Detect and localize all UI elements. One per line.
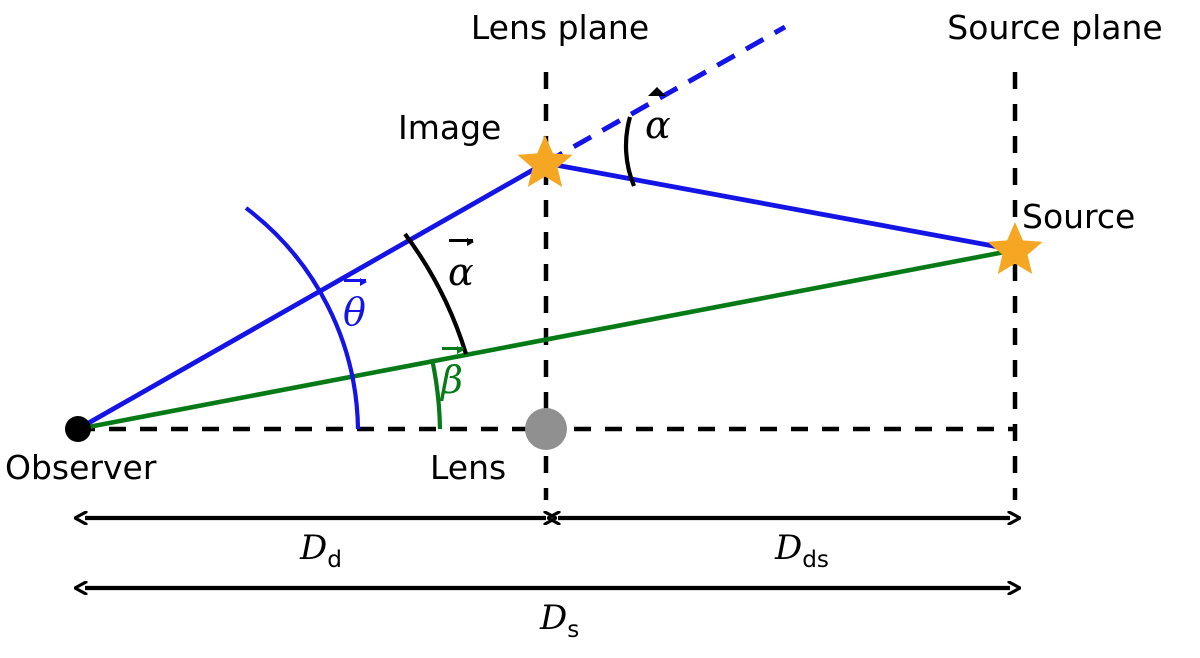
alpha-hat-angle-label: α [645,87,671,147]
distance-label-Dd: Dd [300,528,342,573]
unlensed-ray-green [77,247,1016,432]
image-label: Image [398,108,502,147]
Dd-subscript: d [327,546,342,573]
lens-circle [525,408,567,450]
Ds-subscript: s [567,616,580,643]
source-label: Source [1022,197,1136,236]
vector-arrow-accent [343,277,367,286]
hat-accent [647,87,666,97]
beta-symbol: β [441,358,463,402]
source-star [987,222,1043,274]
source-plane-title: Source plane [947,8,1163,47]
distance-label-Ds: Ds [540,598,579,643]
image-star [517,135,573,187]
alpha-symbol: α [448,250,474,294]
alpha-hat-arc [623,116,636,187]
alpha-arc [403,232,469,355]
Ds-symbol: D [540,598,568,638]
theta-angle-label: θ [343,277,367,334]
alpha-hat-symbol: α [645,103,671,147]
observer-label: Observer [5,448,157,487]
vector-arrow-accent [441,345,464,354]
distance-label-Dds: Dds [775,528,829,573]
vector-arrow-accent [449,237,475,246]
observer-dot [65,416,91,442]
theta-symbol: θ [343,290,366,334]
Dd-symbol: D [300,528,328,568]
beta-arc [429,358,443,430]
Dds-subscript: ds [802,546,829,573]
lens-plane-title: Lens plane [470,8,650,47]
Dds-symbol: D [775,528,803,568]
lens-label: Lens [430,448,507,487]
alpha-angle-label: α [448,237,475,294]
beta-angle-label: β [441,345,464,402]
theta-arc [244,206,361,430]
